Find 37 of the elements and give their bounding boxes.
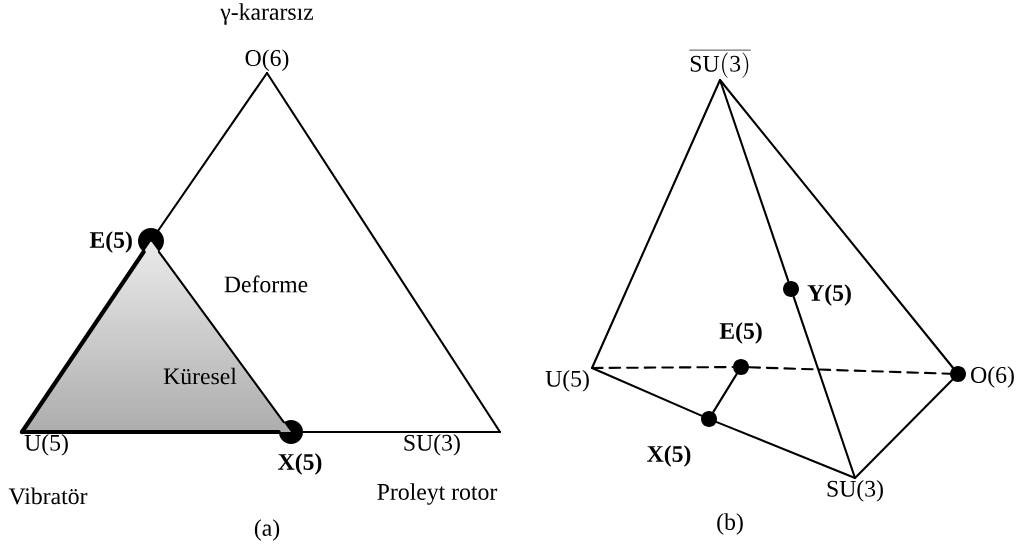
- point-label: Vibratör: [8, 487, 88, 505]
- line: [590, 78, 722, 370]
- line: [792, 295, 857, 480]
- region-label: Deforme: [224, 275, 308, 293]
- point-label: X(5): [647, 445, 691, 467]
- vertex-label: SU(3): [827, 480, 883, 502]
- point-dot: [701, 411, 717, 427]
- point-dot: [733, 359, 749, 375]
- point-label: γ-kararsız: [220, 3, 314, 25]
- line: [157, 71, 269, 232]
- panel-label: (a): [254, 519, 280, 541]
- point-label: O(6): [971, 366, 1014, 388]
- point-label: E(5): [719, 322, 762, 344]
- line: [715, 421, 857, 480]
- line: [19, 429, 281, 435]
- vertex-label: $\overline{\mathrm{SU(3)}}$: [689, 50, 751, 78]
- point-dot: [783, 281, 799, 297]
- vertex-label: U(5): [545, 370, 589, 392]
- vertex-label: SU(3): [404, 434, 460, 456]
- line: [265, 71, 502, 434]
- panel-label: (b): [717, 513, 743, 535]
- line: [302, 430, 502, 434]
- line: [718, 78, 954, 369]
- line: [590, 366, 703, 417]
- line: [853, 378, 954, 480]
- point-label: Y(5): [807, 284, 851, 306]
- shaded-region: Küresel: [163, 367, 237, 385]
- line: [718, 78, 790, 283]
- vertex-label: U(5): [24, 434, 68, 456]
- line: [748, 366, 951, 375]
- line: [157, 250, 285, 424]
- point-label: Proleyt rotor: [377, 483, 498, 505]
- vertex-label: O(6): [245, 49, 289, 71]
- point-dot: [950, 366, 966, 382]
- line: [712, 373, 738, 413]
- point-label: X(5): [278, 453, 322, 475]
- point-label: E(5): [89, 231, 132, 253]
